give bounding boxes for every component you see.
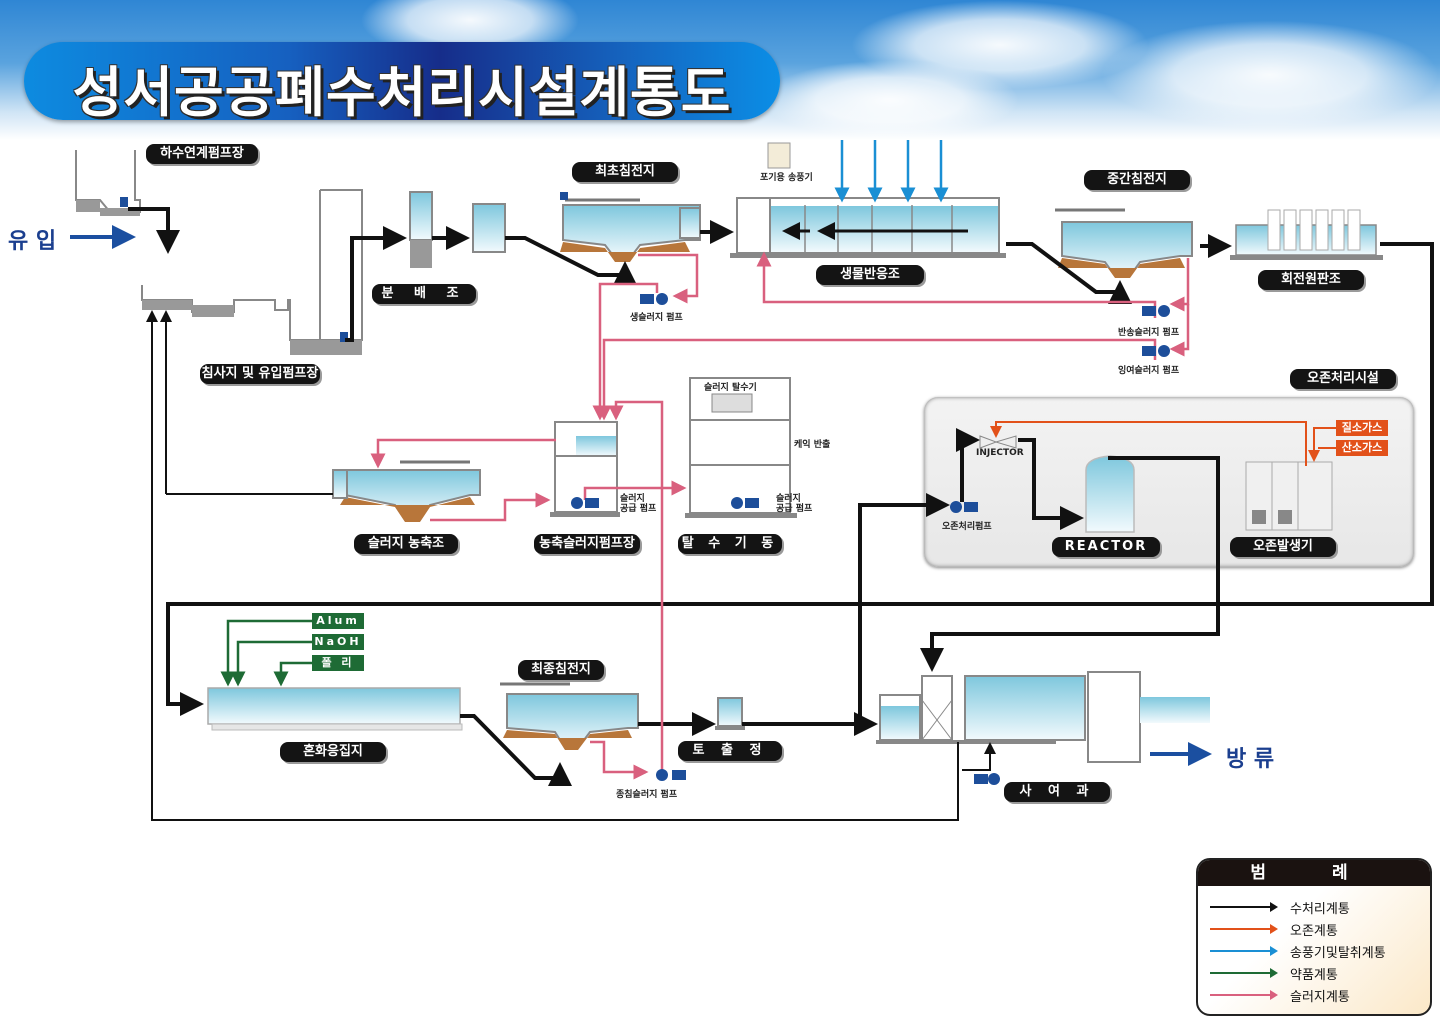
outlet-label: 방 류 bbox=[1226, 747, 1275, 772]
label-sludge-feed-pump: 슬러지 공급 펌프 bbox=[776, 494, 813, 514]
legend-line bbox=[1210, 994, 1272, 996]
label-ozone-generator: 오존발생기 bbox=[1230, 537, 1336, 557]
legend-line bbox=[1210, 928, 1272, 930]
air-flow-lines bbox=[834, 140, 949, 203]
label-distribution: 분 배 조 bbox=[372, 284, 476, 304]
filter-pump-icon bbox=[974, 774, 988, 784]
label-dewatering-machine: 슬러지 탈수기 bbox=[704, 383, 757, 393]
coagulation-flocculation-tank bbox=[207, 687, 463, 731]
cloud bbox=[1100, 20, 1440, 130]
label-grit-chamber: 침사지 및 유입펌프장 bbox=[200, 364, 320, 384]
label-excess-sludge-pump: 잉여슬러지 펌프 bbox=[1118, 366, 1180, 376]
bioreactor-tank bbox=[730, 142, 1006, 258]
label-coag-floc: 혼화응집지 bbox=[280, 742, 386, 762]
water-flow-lines bbox=[128, 207, 1434, 786]
ozone-generator-unit bbox=[1245, 461, 1333, 531]
final-sludge-pump-icon bbox=[672, 770, 686, 780]
injector-icon bbox=[979, 435, 1017, 449]
label-primary-clarifier: 최초침전지 bbox=[572, 162, 678, 182]
label-sand-filter: 사 여 과 bbox=[1004, 782, 1110, 802]
arrow-icon bbox=[1270, 924, 1278, 934]
label-final-sludge-pump: 종침슬러지 펌프 bbox=[616, 790, 678, 800]
legend-label: 약품계통 bbox=[1290, 968, 1338, 983]
legend: 범 례 수처리계통 오존계통 송풍기및탈취계통 약품계통 슬러지계통 bbox=[1196, 858, 1432, 1016]
chemical-naoh: NaOH bbox=[312, 634, 364, 650]
label-rbc: 회전원판조 bbox=[1258, 270, 1364, 290]
grit-chamber bbox=[141, 189, 363, 355]
label-sludge-feed-pump: 슬러지 공급 펌프 bbox=[620, 494, 657, 514]
sewer-pump-station bbox=[75, 150, 141, 216]
ozone-pump-icon bbox=[964, 502, 978, 512]
sludge-feed-pump-icon bbox=[745, 498, 759, 508]
legend-label: 오존계통 bbox=[1290, 924, 1338, 939]
label-cake-out: 케익 반출 bbox=[794, 440, 831, 450]
arrow-icon bbox=[1270, 946, 1278, 956]
label-thickened-sludge-pump: 농축슬러지펌프장 bbox=[534, 534, 640, 554]
chemical-polymer: 폴 리 머 bbox=[312, 655, 364, 685]
gas-oxygen: 산소가스 bbox=[1336, 440, 1388, 456]
label-intermediate-clarifier: 중간침전지 bbox=[1084, 170, 1190, 190]
final-clarifier-tank bbox=[500, 682, 639, 750]
label-bioreactor: 생물반응조 bbox=[816, 265, 924, 285]
legend-line bbox=[1210, 950, 1272, 952]
label-return-sludge-pump: 반송슬러지 펌프 bbox=[1118, 328, 1180, 338]
return-sludge-pump-icon bbox=[1142, 306, 1156, 316]
dewatering-building bbox=[685, 377, 797, 518]
label-injector: INJECTOR bbox=[976, 448, 1024, 458]
raw-sludge-pump-icon bbox=[640, 294, 654, 304]
discharge-well-tank bbox=[715, 697, 745, 730]
sky-background bbox=[0, 0, 1440, 140]
excess-sludge-pump-icon bbox=[1142, 346, 1156, 356]
return-water-lines bbox=[146, 310, 996, 821]
title-banner: 성서공공폐수처리시설계통도 bbox=[24, 42, 780, 124]
legend-item-sludge: 슬러지계통 bbox=[1210, 984, 1430, 1006]
label-sludge-thickener: 슬러지 농축조 bbox=[354, 534, 458, 554]
label-sewer-pump: 하수연계펌프장 bbox=[146, 144, 258, 164]
sand-filter-complex bbox=[876, 671, 1210, 763]
cloud bbox=[760, 60, 1020, 140]
inlet-label: 유 입 bbox=[8, 229, 57, 254]
label-raw-sludge-pump: 생슬러지 펌프 bbox=[630, 313, 683, 323]
label-reactor: REACTOR bbox=[1052, 537, 1160, 557]
sludge-feed-pump-icon bbox=[585, 498, 599, 508]
rbc-tank bbox=[1230, 209, 1383, 260]
primary-clarifier-tank bbox=[560, 192, 701, 262]
legend-item-air: 송풍기및탈취계통 bbox=[1210, 940, 1430, 962]
chemical-alum: Alum bbox=[312, 613, 364, 629]
distribution-tank bbox=[409, 191, 506, 268]
legend-item-water: 수처리계통 bbox=[1210, 896, 1430, 918]
label-discharge-well: 토 출 정 bbox=[678, 741, 782, 761]
label-blower: 포기용 송풍기 bbox=[760, 173, 813, 183]
chemical-flow-lines bbox=[220, 619, 312, 687]
ozone-flow-lines bbox=[990, 421, 1336, 466]
label-dewatering: 탈 수 기 동 bbox=[678, 534, 782, 554]
legend-label: 수처리계통 bbox=[1290, 902, 1350, 917]
pump-icons bbox=[571, 293, 1170, 785]
label-ozone-pump: 오존처리펌프 bbox=[942, 522, 992, 532]
legend-label: 슬러지계통 bbox=[1290, 990, 1350, 1005]
reactor-vessel bbox=[1085, 455, 1135, 533]
thickened-sludge-pump-house bbox=[550, 421, 620, 517]
legend-title: 범 례 bbox=[1198, 860, 1430, 886]
arrow-icon bbox=[1270, 902, 1278, 912]
label-final-clarifier: 최종침전지 bbox=[518, 660, 604, 680]
legend-label: 송풍기및탈취계통 bbox=[1290, 946, 1386, 961]
legend-line bbox=[1210, 906, 1272, 908]
page-title: 성서공공폐수처리시설계통도 bbox=[72, 61, 732, 124]
legend-line bbox=[1210, 972, 1272, 974]
intermediate-clarifier-tank bbox=[1055, 208, 1193, 278]
arrow-icon bbox=[1270, 990, 1278, 1000]
sludge-thickener-tank bbox=[332, 460, 481, 522]
label-ozone-facility: 오존처리시설 bbox=[1290, 369, 1396, 389]
arrow-icon bbox=[1270, 968, 1278, 978]
legend-item-ozone: 오존계통 bbox=[1210, 918, 1430, 940]
gas-nitrogen: 질소가스 bbox=[1336, 420, 1388, 436]
legend-item-chemical: 약품계통 bbox=[1210, 962, 1430, 984]
